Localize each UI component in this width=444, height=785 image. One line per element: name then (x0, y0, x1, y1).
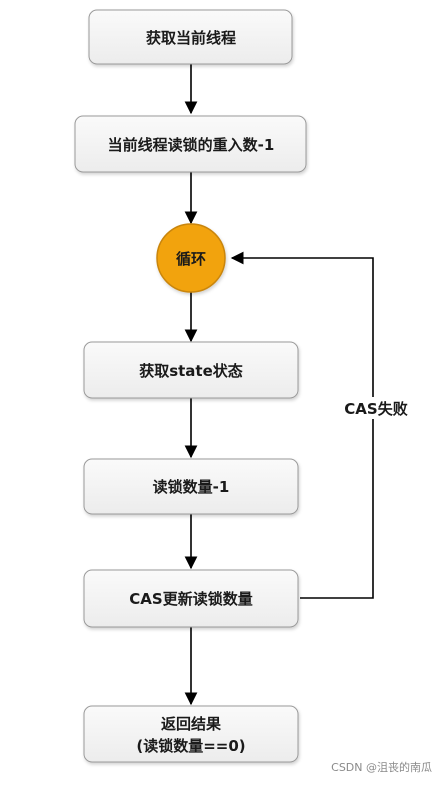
node-loop-label: 循环 (176, 250, 206, 268)
node-reentrant-minus: 当前线程读锁的重入数-1 (74, 115, 307, 173)
node-get-current-thread: 获取当前线程 (88, 9, 293, 65)
cas-fail-label: CAS失败 (344, 400, 407, 418)
node-get-current-thread-label: 获取当前线程 (146, 29, 236, 47)
node-cas-update-label: CAS更新读锁数量 (129, 590, 252, 608)
edge-cas-fail-loop-back (230, 251, 374, 599)
node-get-state-label: 获取state状态 (139, 362, 243, 380)
node-read-count-minus-label: 读锁数量-1 (153, 478, 230, 496)
node-get-state: 获取state状态 (83, 341, 299, 399)
node-reentrant-minus-label: 当前线程读锁的重入数-1 (108, 136, 275, 154)
csdn-watermark: CSDN @沮丧的南瓜 (331, 761, 432, 774)
loop-circle (156, 223, 226, 293)
node-loop: 循环 (156, 223, 226, 293)
node-cas-update: CAS更新读锁数量 (83, 569, 299, 628)
node-return-result-line2: (读锁数量==0) (136, 737, 245, 755)
node-return-result-line1: 返回结果 (161, 715, 222, 733)
node-return-result: 返回结果 (读锁数量==0) (83, 705, 299, 763)
node-read-count-minus: 读锁数量-1 (83, 458, 299, 515)
cas-fail-label-bg (340, 397, 410, 419)
